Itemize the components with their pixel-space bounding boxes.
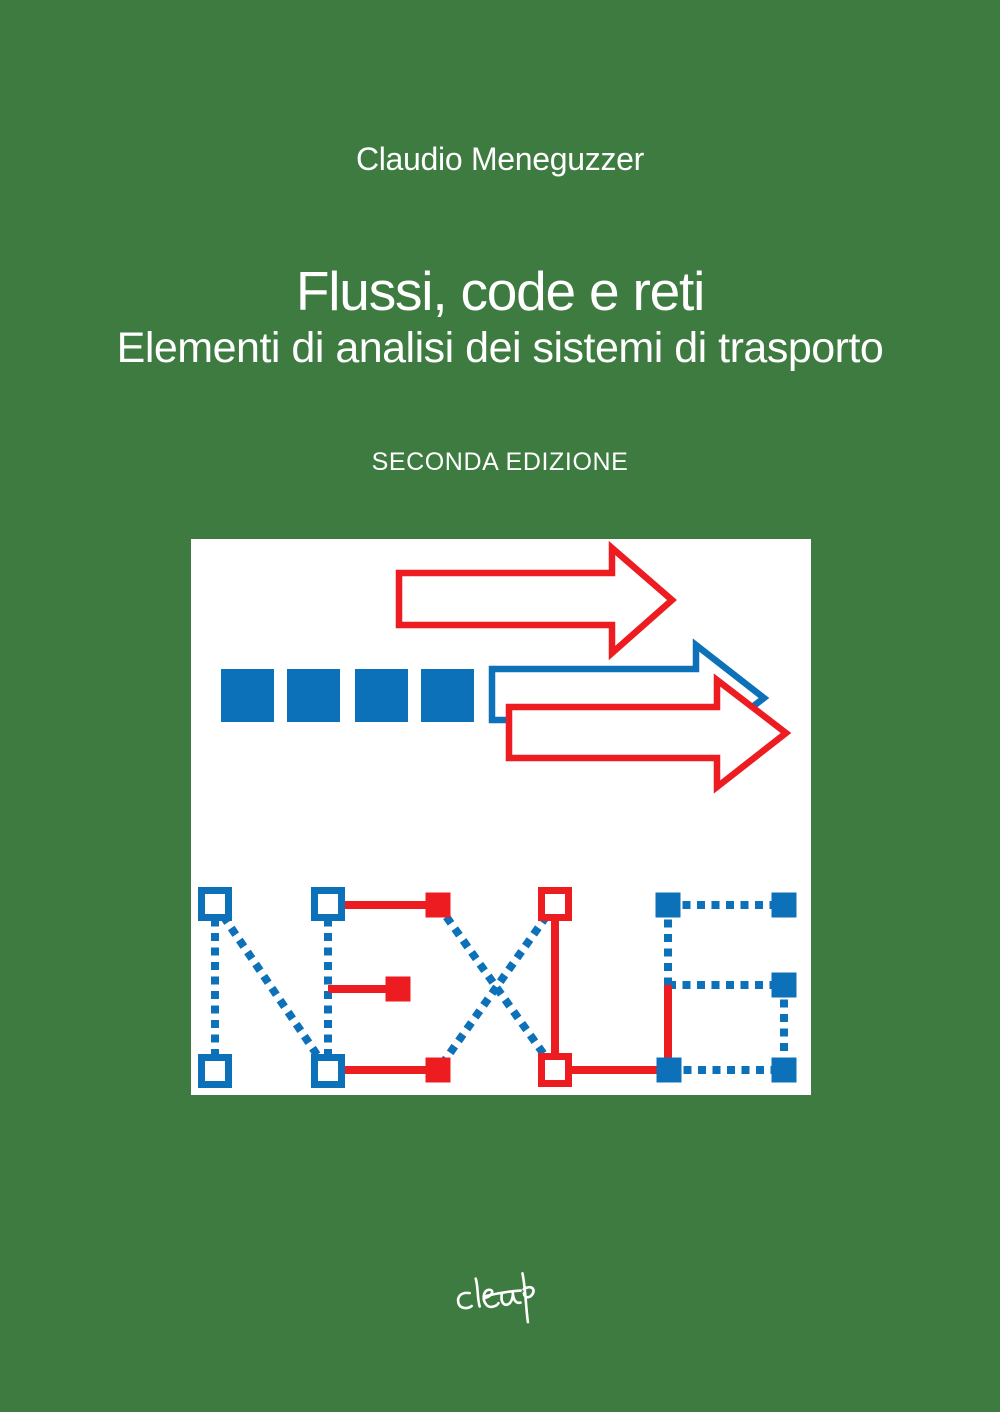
network-node-blue-filled <box>771 892 797 918</box>
network-node-red-filled <box>385 976 411 1002</box>
publisher-name: cleup <box>548 1262 549 1263</box>
queue-square-1 <box>221 669 274 722</box>
network-node-blue-outline <box>311 1054 345 1088</box>
author-name: Claudio Meneguzzer <box>355 141 645 177</box>
queue-square-4 <box>421 669 474 722</box>
network-node-blue-outline <box>198 1054 232 1088</box>
network-edge-dotted <box>211 901 332 1074</box>
network-edge-dotted <box>434 902 559 1073</box>
network-edge-dotted <box>434 901 559 1073</box>
network-node-red-filled <box>425 1057 451 1083</box>
network-node-red-filled <box>425 892 451 918</box>
publisher-logo: cleup <box>452 1262 548 1334</box>
network-node-red-outline <box>538 1053 572 1087</box>
network-node-blue-outline <box>198 887 232 921</box>
queue-square-2 <box>287 669 340 722</box>
network-node-blue-filled <box>771 1057 797 1083</box>
edition-label: SECONDA EDIZIONE <box>371 448 629 476</box>
network-node-blue-filled <box>656 1057 682 1083</box>
cover-art-svg <box>198 540 797 1088</box>
book-subtitle: Elementi di analisi dei sistemi di trasp… <box>116 324 884 372</box>
network-node-blue-outline <box>311 887 345 921</box>
red-arrow-top <box>395 540 677 661</box>
network-node-blue-filled <box>771 972 797 998</box>
network-node-blue-filled <box>655 892 681 918</box>
cover-art-panel <box>191 539 811 1095</box>
network-node-red-outline <box>538 887 572 921</box>
red-arrow-bottom <box>505 673 792 794</box>
book-title: Flussi, code e reti <box>295 260 705 322</box>
cleup-script-icon <box>456 1272 535 1324</box>
queue-square-3 <box>355 669 408 722</box>
